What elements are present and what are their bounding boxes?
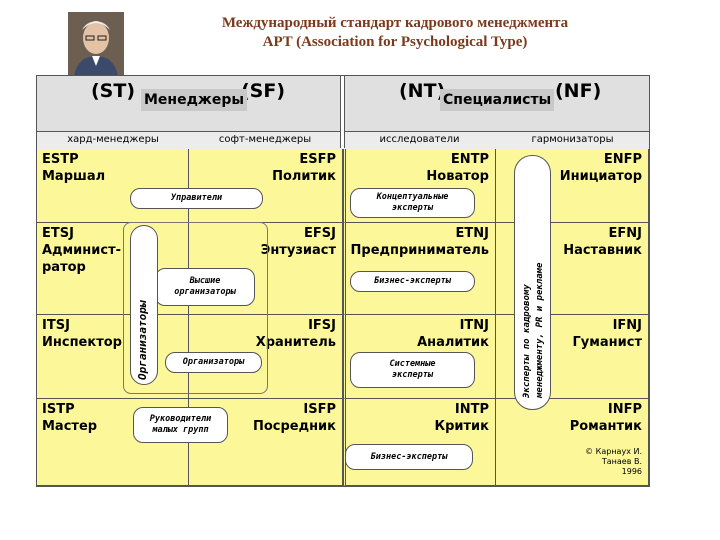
pill-system-experts: Системные эксперты bbox=[350, 352, 475, 388]
type-name: Посредник bbox=[252, 419, 336, 434]
type-name: Политик bbox=[272, 169, 336, 184]
title-line-1: Международный стандарт кадрового менеджм… bbox=[221, 15, 569, 31]
type-name: Наставник bbox=[563, 243, 642, 258]
pill-organizers-vertical bbox=[130, 225, 158, 385]
type-name: Критик bbox=[434, 419, 489, 434]
type-code: ETSJ bbox=[42, 226, 74, 241]
credit-line-1: © Карнаух И. bbox=[585, 447, 642, 456]
type-name: Мастер bbox=[42, 419, 98, 434]
type-code: ESTP bbox=[42, 152, 79, 167]
type-code: ITNJ bbox=[459, 318, 489, 333]
pill-experts-vertical bbox=[514, 155, 551, 410]
group-managers: Менеджеры bbox=[141, 89, 248, 111]
pill-upraviteli: Управители bbox=[130, 188, 263, 209]
credit-line-2: Танаев В. bbox=[601, 457, 642, 466]
vertical-experts-line-2: менеджменту, PR и рекламе bbox=[535, 262, 545, 398]
pill-business-experts-2: Бизнес-эксперты bbox=[345, 444, 473, 470]
header-st: (ST) bbox=[91, 80, 136, 102]
copyright-credit: © Карнаух И. Танаев В. 1996 bbox=[585, 447, 642, 477]
type-name: Хранитель bbox=[255, 335, 336, 350]
type-code: ENTP bbox=[450, 152, 489, 167]
type-cell-itsj: ITSJ Инспектор bbox=[37, 315, 189, 399]
type-code: ITSJ bbox=[42, 318, 70, 333]
header-nt: (NT) bbox=[399, 80, 446, 102]
pill-business-experts-1: Бизнес-эксперты bbox=[350, 271, 475, 292]
type-name: Маршал bbox=[42, 169, 106, 184]
sub-researchers: исследователи bbox=[379, 134, 460, 145]
header-divider bbox=[340, 76, 345, 148]
type-name: Инициатор bbox=[559, 169, 642, 184]
type-cell-infp: INFP Романтик bbox=[496, 399, 649, 486]
vertical-organizers-label: Организаторы bbox=[136, 300, 149, 380]
organizers-zone bbox=[123, 222, 268, 394]
type-code: ISTP bbox=[42, 402, 75, 417]
type-code: EFSJ bbox=[304, 226, 336, 241]
type-name: Админист- ратор bbox=[42, 243, 122, 275]
type-code: ESFP bbox=[299, 152, 336, 167]
type-code: ENFP bbox=[603, 152, 642, 167]
type-cell-estp: ESTP Маршал bbox=[37, 149, 189, 223]
type-code: IFSJ bbox=[308, 318, 336, 333]
type-code: EFNJ bbox=[608, 226, 642, 241]
type-code: INFP bbox=[607, 402, 642, 417]
sub-soft-managers: софт-менеджеры bbox=[218, 134, 312, 145]
type-code: ETNJ bbox=[455, 226, 489, 241]
vertical-experts-line-1: Эксперты по кадровому bbox=[522, 284, 532, 398]
type-code: ISFP bbox=[303, 402, 336, 417]
page-title: Международный стандарт кадрового менеджм… bbox=[150, 14, 640, 52]
header-nf: (NF) bbox=[555, 80, 602, 102]
title-line-2: APT (Association for Psychological Type) bbox=[262, 34, 528, 50]
type-code: IFNJ bbox=[612, 318, 642, 333]
type-cell-esfp: ESFP Политик bbox=[189, 149, 343, 223]
type-name: Романтик bbox=[569, 419, 642, 434]
type-cell-etnj: ETNJ Предприниматель bbox=[343, 223, 496, 315]
pill-organizers: Организаторы bbox=[165, 352, 262, 373]
type-name: Гуманист bbox=[572, 335, 643, 350]
header-sf: (SF) bbox=[241, 80, 286, 102]
type-name: Предприниматель bbox=[350, 243, 489, 258]
group-specialists: Специалисты bbox=[440, 89, 555, 111]
pill-conceptual-experts: Концептуальные эксперты bbox=[350, 188, 475, 218]
type-code: INTP bbox=[454, 402, 489, 417]
sub-hard-managers: хард-менеджеры bbox=[67, 134, 159, 145]
type-name: Аналитик bbox=[417, 335, 489, 350]
type-name: Инспектор bbox=[42, 335, 122, 350]
credit-line-3: 1996 bbox=[621, 467, 642, 476]
person-portrait-icon bbox=[68, 12, 124, 76]
type-cell-intp: INTP Критик bbox=[343, 399, 496, 486]
pill-small-group-leaders: Руководители малых групп bbox=[133, 407, 228, 443]
sub-harmonizers: гармонизаторы bbox=[531, 134, 614, 145]
type-name: Новатор bbox=[426, 169, 489, 184]
portrait-photo bbox=[68, 12, 124, 76]
type-name: Энтузиаст bbox=[260, 243, 336, 258]
